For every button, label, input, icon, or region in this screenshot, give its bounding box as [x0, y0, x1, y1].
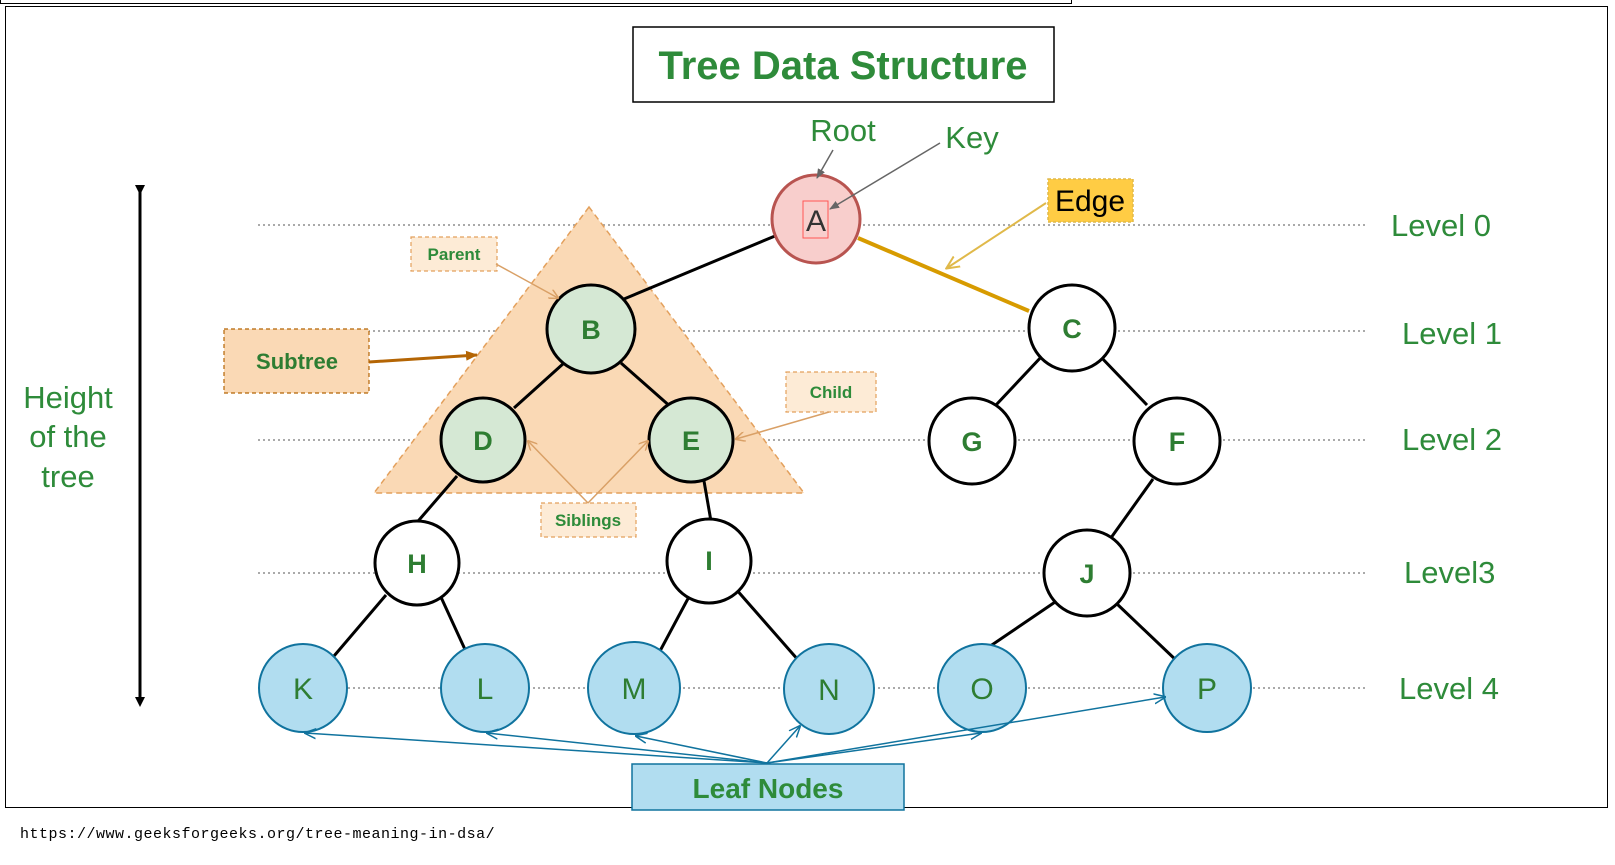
edge-j-o	[982, 596, 1062, 653]
node-i	[665, 517, 753, 605]
top-border-line	[0, 0, 1072, 4]
node-c-label: C	[1062, 314, 1082, 344]
parent-label: Parent	[428, 245, 481, 264]
node-e-label: E	[682, 426, 700, 456]
edge-f-j	[1106, 478, 1155, 543]
title-box	[632, 26, 1055, 103]
height-label-line3: tree	[41, 459, 94, 494]
siblings-arrow-left	[528, 441, 589, 504]
leaf-nodes-label: Leaf Nodes	[693, 773, 844, 804]
node-p	[1162, 643, 1252, 733]
edge-i-m	[658, 592, 693, 652]
node-b	[545, 283, 637, 375]
node-a-label: A	[806, 205, 826, 238]
node-d	[439, 396, 527, 484]
leaf-arrow-k	[305, 733, 768, 764]
source-url: https://www.geeksforgeeks.org/tree-meani…	[20, 826, 496, 843]
siblings-label: Siblings	[555, 511, 621, 530]
edge-d-h	[411, 475, 459, 528]
node-f	[1132, 396, 1222, 486]
node-l-label: L	[477, 673, 494, 706]
parent-arrow	[495, 263, 558, 298]
node-k	[258, 643, 348, 733]
subtree-label-box	[223, 328, 370, 394]
height-label-line2: of the	[29, 419, 107, 454]
edge-j-p	[1114, 601, 1180, 664]
leaf-arrows	[305, 697, 1165, 764]
level-3-label: Level3	[1404, 555, 1495, 590]
node-g-label: G	[961, 427, 982, 457]
child-label: Child	[810, 383, 853, 402]
leaf-arrow-n	[766, 726, 800, 764]
node-k-label: K	[293, 673, 313, 706]
tree-edges	[332, 234, 1180, 664]
key-label: Key	[945, 120, 999, 155]
child-arrow	[736, 411, 830, 439]
leaf-arrow-p	[766, 697, 1165, 764]
level-0-label: Level 0	[1391, 208, 1491, 243]
siblings-arrow-right	[587, 441, 648, 504]
node-g	[927, 396, 1017, 486]
node-p-label: P	[1197, 673, 1217, 706]
root-label: Root	[810, 113, 876, 148]
siblings-label-box	[540, 502, 637, 538]
edge-label-box	[1047, 178, 1134, 223]
leaf-arrow-o	[766, 733, 981, 764]
leaf-arrow-l	[487, 733, 768, 764]
parent-label-box	[410, 236, 498, 272]
subtree-label: Subtree	[256, 349, 338, 374]
edge-label: Edge	[1055, 185, 1125, 218]
edge-c-f	[1097, 353, 1149, 407]
node-f-label: F	[1169, 427, 1186, 457]
leaf-arrow-m	[636, 736, 768, 764]
node-a	[770, 173, 862, 265]
key-highlight-box	[802, 200, 829, 239]
edge-a-c-highlighted	[857, 236, 1030, 313]
node-i-label: I	[705, 546, 713, 576]
level-1-label: Level 1	[1402, 316, 1502, 351]
node-h	[373, 519, 461, 607]
leaf-nodes-label-box	[631, 763, 905, 811]
node-j-label: J	[1079, 559, 1094, 589]
child-label-box	[785, 371, 877, 413]
level-2-label: Level 2	[1402, 422, 1502, 457]
title: Tree Data Structure	[658, 44, 1027, 88]
node-j	[1042, 528, 1132, 618]
node-h-label: H	[407, 549, 427, 579]
edge-b-e	[620, 361, 673, 410]
subtree-arrow	[368, 350, 478, 364]
node-c	[1027, 283, 1117, 373]
edge-h-l	[438, 594, 470, 657]
edge-b-d	[512, 361, 566, 410]
node-b-label: B	[581, 315, 601, 345]
node-l	[440, 643, 530, 733]
edge-c-g	[994, 353, 1045, 407]
edge-a-b	[623, 234, 776, 301]
node-d-label: D	[473, 426, 493, 456]
node-o-label: O	[970, 673, 993, 706]
key-arrow	[829, 142, 941, 210]
node-n-label: N	[818, 674, 840, 707]
node-m-label: M	[622, 673, 647, 706]
root-arrow	[816, 149, 834, 179]
level-4-label: Level 4	[1399, 671, 1499, 706]
node-n	[783, 643, 875, 735]
edge-i-n	[733, 587, 801, 662]
edge-arrow	[947, 202, 1047, 268]
edge-h-k	[332, 594, 388, 657]
height-label-line1: Height	[23, 380, 113, 415]
